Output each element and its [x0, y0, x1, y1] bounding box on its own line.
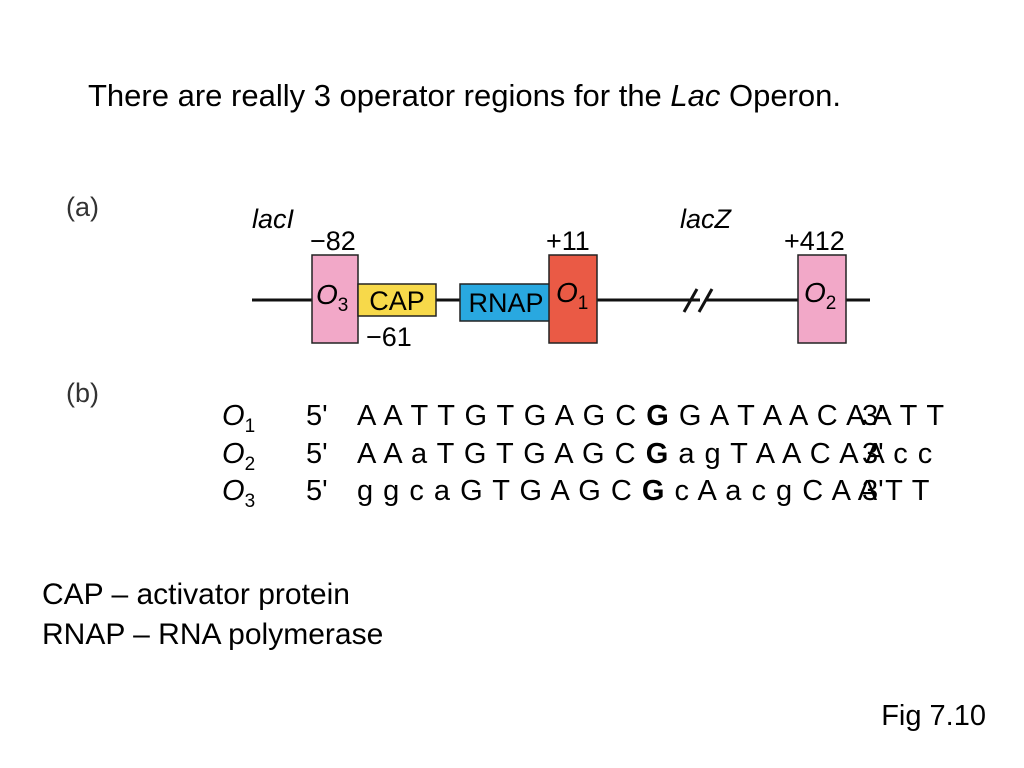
o1-box [548, 254, 598, 344]
position-o2: +412 [784, 226, 845, 256]
sequence-operator: O3 [222, 475, 256, 512]
title-text-end: Operon. [720, 78, 842, 113]
sequence-text: A A T T G T G A G C G G A T A A C A A T … [357, 400, 946, 432]
operon-diagram: O3 CAP RNAP O1 O2 lacI lacZ −82 −61 +11 … [252, 204, 870, 352]
three-prime: 3' [862, 475, 884, 507]
figure-label: Fig 7.10 [881, 700, 986, 732]
break-mark-1 [682, 288, 699, 313]
gene-laci-label: lacI [252, 204, 295, 234]
panel-b-label: (b) [66, 378, 99, 408]
rnap-box [459, 283, 553, 322]
rnap-label: RNAP [468, 288, 543, 318]
sequence-operator: O2 [222, 438, 256, 475]
five-prime: 5' [306, 438, 328, 470]
position-o3: −82 [310, 226, 356, 256]
sequence-operator: O1 [222, 400, 256, 437]
panel-a-label: (a) [66, 192, 99, 222]
legend-rnap: RNAP – RNA polymerase [42, 618, 384, 651]
cap-box [357, 283, 437, 317]
three-prime: 3' [862, 400, 884, 432]
o3-label: O3 [316, 279, 348, 316]
slide-title: There are really 3 operator regions for … [88, 78, 841, 114]
o3-box [311, 254, 359, 344]
title-italic: Lac [670, 78, 721, 113]
title-text: There are really 3 operator regions for … [88, 78, 671, 113]
legend-cap: CAP – activator protein [42, 578, 350, 611]
three-prime: 3' [862, 438, 884, 470]
o2-label: O2 [804, 277, 836, 314]
break-mark-2 [697, 288, 714, 313]
o1-label: O1 [556, 277, 588, 314]
five-prime: 5' [306, 475, 328, 507]
sequence-text: g g c a G T G A G C G c A a c g C A A T … [357, 475, 931, 507]
cap-label: CAP [369, 286, 425, 316]
position-o1: +11 [546, 226, 590, 256]
position-cap: −61 [366, 322, 412, 352]
gene-lacz-label: lacZ [680, 204, 733, 234]
five-prime: 5' [306, 400, 328, 432]
o2-box [797, 254, 847, 344]
sequence-text: A A a T G T G A G C G a g T A A C A A c … [357, 438, 934, 470]
